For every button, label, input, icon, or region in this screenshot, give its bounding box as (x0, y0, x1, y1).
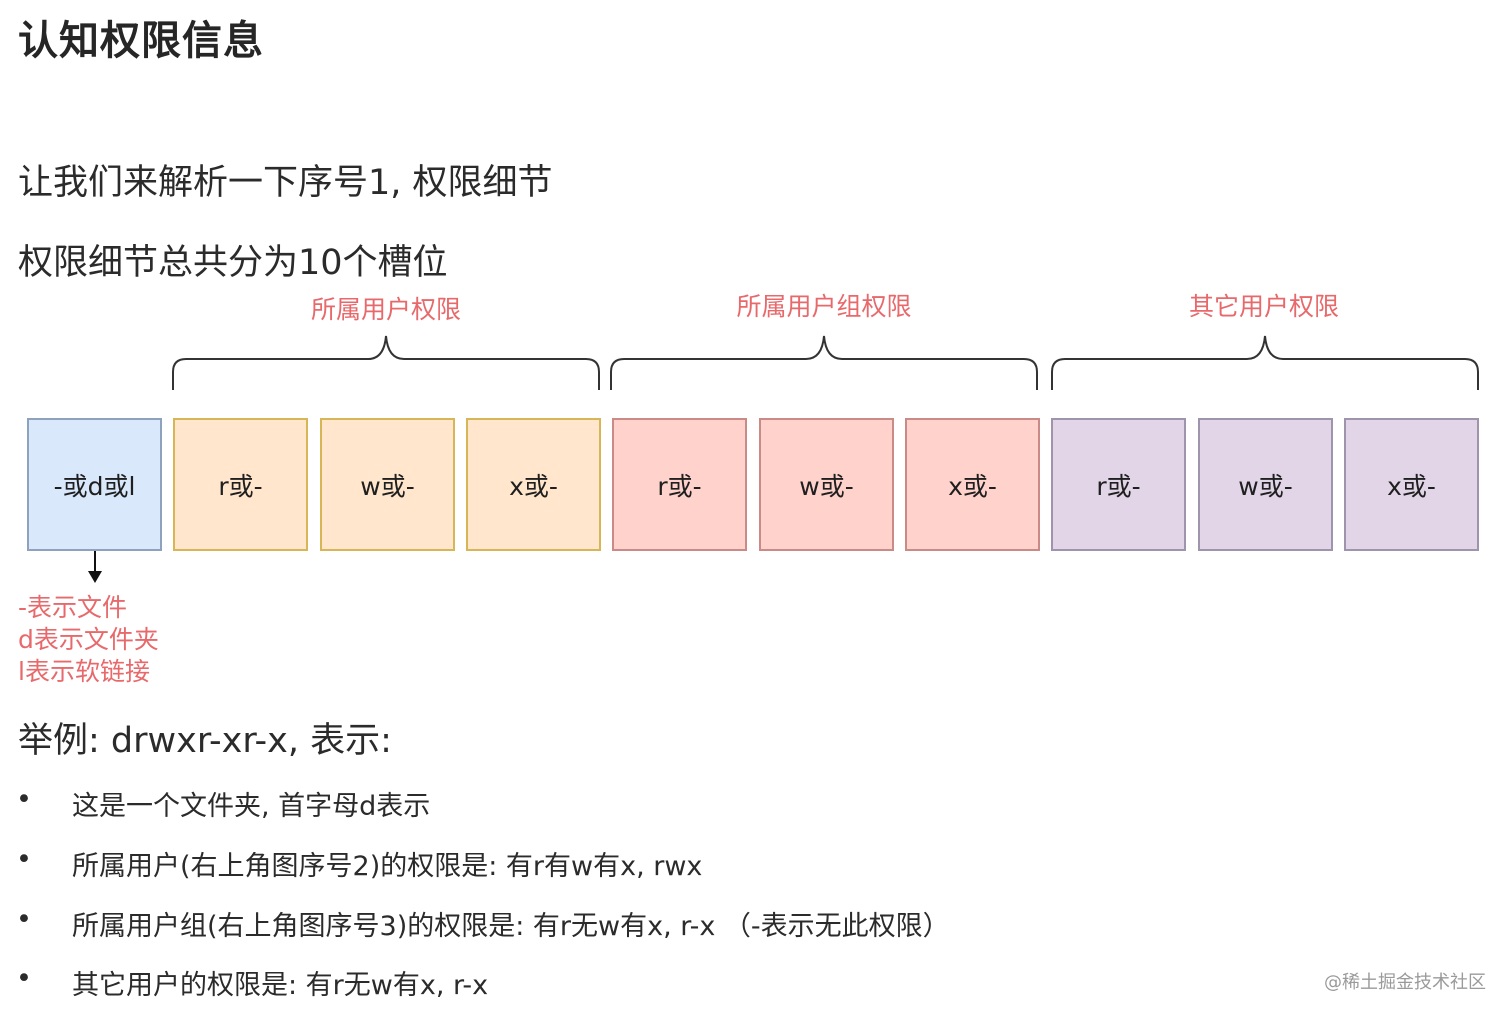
slot-label: r或- (1096, 471, 1141, 501)
type-note-directory: d表示文件夹 (18, 625, 159, 654)
bullet-icon: • (16, 844, 32, 875)
slot-label: x或- (1387, 471, 1436, 501)
brace-other-icon (1051, 335, 1479, 390)
slot-label: r或- (657, 471, 702, 501)
bullet-icon: • (16, 784, 32, 815)
type-note-file: -表示文件 (18, 593, 128, 622)
bullet-icon: • (16, 904, 32, 935)
example-heading: 举例: drwxr-xr-x, 表示: (18, 721, 392, 761)
watermark: @稀土掘金技术社区 (1324, 972, 1486, 993)
group-label-owner: 所属用户权限 (310, 295, 462, 324)
slot-label: x或- (948, 471, 997, 501)
slot-group-read: r或- (612, 418, 747, 551)
slot-group-write: w或- (759, 418, 894, 551)
page-title: 认知权限信息 (18, 18, 264, 64)
bullet-text: 所属用户组(右上角图序号3)的权限是: 有r无w有x, r-x （-表示无此权限… (72, 911, 950, 942)
slot-label: x或- (509, 471, 558, 501)
slot-group-execute: x或- (905, 418, 1040, 551)
group-label-group: 所属用户组权限 (736, 292, 912, 321)
intro-line-2: 权限细节总共分为10个槽位 (18, 243, 448, 283)
bullet-text: 其它用户的权限是: 有r无w有x, r-x (72, 970, 489, 1001)
slot-label: w或- (360, 471, 415, 501)
brace-group-icon (610, 335, 1038, 390)
file-type-notes: -表示文件 d表示文件夹 l表示软链接 (18, 592, 159, 688)
bullet-text: 所属用户(右上角图序号2)的权限是: 有r有w有x, rwx (72, 851, 703, 882)
slot-other-write: w或- (1198, 418, 1333, 551)
slot-other-execute: x或- (1344, 418, 1479, 551)
slot-owner-execute: x或- (466, 418, 601, 551)
slot-label: r或- (218, 471, 263, 501)
intro-line-1: 让我们来解析一下序号1, 权限细节 (18, 163, 553, 203)
slot-file-type: -或d或l (27, 418, 162, 551)
slot-owner-write: w或- (320, 418, 455, 551)
slot-other-read: r或- (1051, 418, 1186, 551)
brace-owner-icon (172, 335, 600, 390)
slot-label: w或- (1238, 471, 1293, 501)
slot-label: -或d或l (53, 471, 136, 501)
group-label-other: 其它用户权限 (1188, 292, 1340, 321)
type-note-symlink: l表示软链接 (18, 657, 150, 686)
bullet-text: 这是一个文件夹, 首字母d表示 (72, 791, 431, 822)
bullet-icon: • (16, 963, 32, 994)
slot-owner-read: r或- (173, 418, 308, 551)
slot-label: w或- (799, 471, 854, 501)
arrow-down-icon (88, 551, 102, 583)
